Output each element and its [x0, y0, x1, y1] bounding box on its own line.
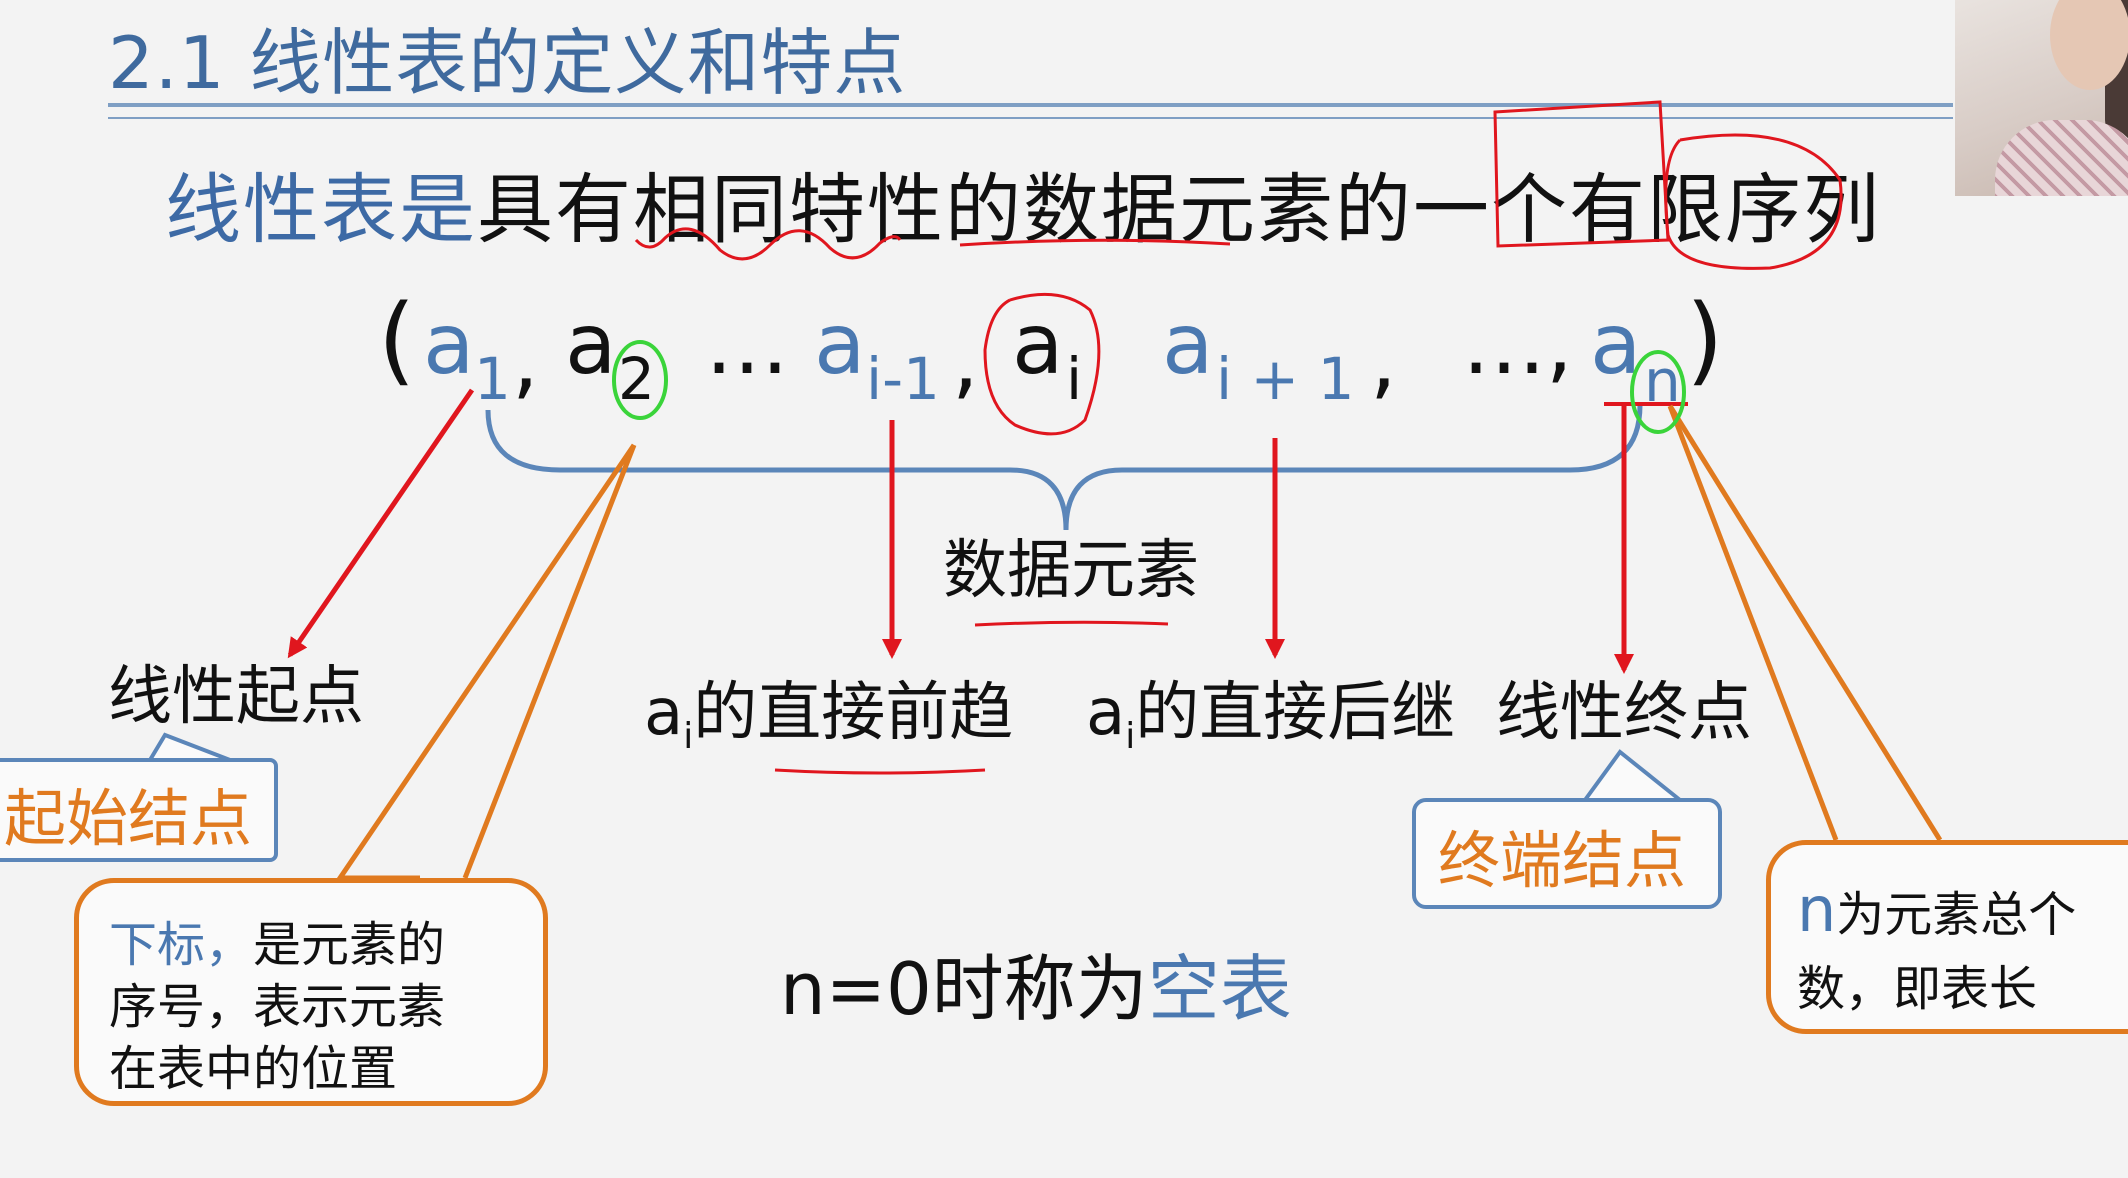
empty-table-statement: n=0时称为空表 [780, 930, 1292, 1035]
subscript-note-line3: 在表中的位置 [109, 1029, 397, 1099]
subscript-note-box: 下标，是元素的 序号，表示元素 在表中的位置 [74, 878, 548, 1106]
underline-predecessor [775, 770, 985, 773]
green-circle-sub-n [1632, 352, 1684, 432]
start-box-tail [150, 735, 230, 760]
underline-brace-label [975, 622, 1168, 625]
curly-brace [488, 405, 1640, 530]
end-node-text: 终端结点 [1438, 810, 1686, 900]
callout-n-2 [1670, 406, 1940, 840]
n-note-box: n为元素总个 数，即表长 [1766, 840, 2128, 1034]
subscript-note-line2: 序号，表示元素 [109, 967, 445, 1037]
callout-n [1670, 406, 1836, 840]
circle-sequence [1666, 135, 1841, 268]
callout-subscript [340, 445, 634, 878]
predecessor-label: ai的直接前趋 [644, 678, 1013, 757]
circle-ai [985, 294, 1099, 434]
arrow-to-start [290, 390, 472, 655]
start-node-box: 起始结点 [0, 758, 278, 862]
linear-start-label: 线性起点 [108, 662, 364, 732]
successor-label: ai的直接后继 [1086, 678, 1455, 757]
subscript-note-line1: 下标，是元素的 [109, 905, 445, 975]
end-node-box: 终端结点 [1412, 798, 1722, 909]
underline-data-element [960, 240, 1230, 245]
brace-label: 数据元素 [943, 536, 1199, 606]
n-note-line1: n为元素总个 [1797, 873, 2076, 946]
wavy-underline-same [636, 229, 900, 259]
n-note-line2: 数，即表长 [1797, 949, 2037, 1019]
box-finite [1495, 102, 1668, 246]
callout-subscript-2 [465, 445, 634, 878]
green-circle-sub-2 [614, 342, 666, 418]
linear-end-label: 线性终点 [1496, 678, 1752, 748]
end-box-tail [1585, 752, 1680, 800]
start-node-text: 起始结点 [4, 768, 252, 858]
